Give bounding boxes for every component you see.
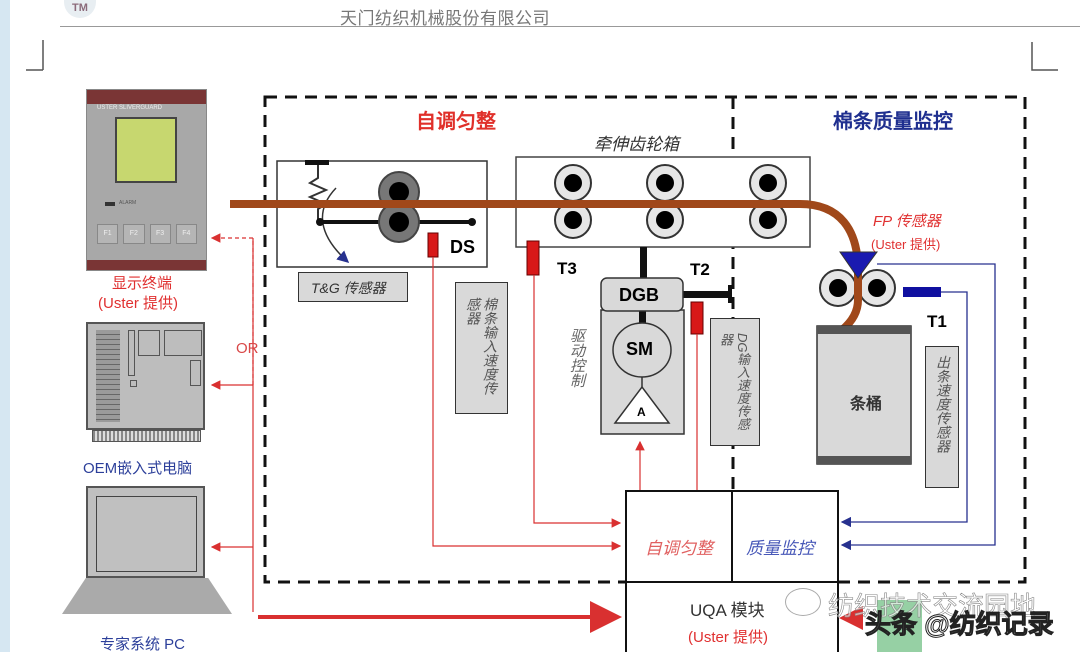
dg-input-sensor-box: DG输入速度传感器 <box>710 318 760 446</box>
external-device-partial <box>877 600 922 652</box>
drive-control-label: 驱动控制 <box>568 328 585 388</box>
crop-marks <box>26 40 1058 71</box>
amplifier-label: A <box>637 405 646 419</box>
dgb-label: DGB <box>619 285 659 305</box>
drive-block <box>600 277 685 435</box>
terminal-key-f2[interactable]: F2 <box>123 224 145 244</box>
toutiao-watermark: 头条 @纺织记录 <box>865 609 1055 640</box>
wechat-watermark: 纺织技术交流园地 <box>828 591 1037 622</box>
expert-pc-label: 专家系统 PC <box>100 636 186 653</box>
alarm-label: ALARM <box>119 200 137 206</box>
fp-sensor-provider: (Uster 提供) <box>871 237 941 252</box>
company-logo: TM <box>64 0 96 18</box>
blue-signal-lines <box>840 263 996 551</box>
terminal-key-f4[interactable]: F4 <box>175 224 197 244</box>
autoleveling-section-title: 自调匀整 <box>416 111 496 133</box>
or-label: OR <box>236 340 259 357</box>
t3-label: T3 <box>557 259 577 278</box>
oem-pc-connector <box>92 430 201 442</box>
ds-label: DS <box>450 237 476 257</box>
terminal-key-f3[interactable]: F3 <box>149 224 171 244</box>
oem-pc-label: OEM嵌入式电脑 <box>83 460 193 477</box>
sm-label: SM <box>626 339 653 359</box>
output-speed-sensor-box: 出条速度传感器 <box>925 346 959 488</box>
sliver-input-sensor-label: 棉条输入速度传感器 <box>465 297 498 395</box>
fp-sensor-label: FP 传感器 <box>873 213 941 230</box>
sliver-can <box>816 325 912 465</box>
uqa-quality-label: 质量监控 <box>746 539 814 558</box>
header-divider <box>60 26 1080 27</box>
tg-sensor-label-box: T&G 传感器 <box>298 272 408 302</box>
fp-sensor-icon <box>839 251 878 279</box>
uqa-module-label: UQA 模块 <box>690 601 765 620</box>
display-dashed-link <box>210 233 254 385</box>
expert-pc-icon <box>86 486 205 578</box>
terminal-brand: USTER SLIVERGUARD <box>97 105 163 111</box>
display-terminal-label: 显示终端 <box>112 275 173 292</box>
tg-sensor-label: T&G 传感器 <box>311 280 386 296</box>
terminal-key-f1[interactable]: F1 <box>97 224 119 244</box>
t1-label: T1 <box>927 312 947 331</box>
red-sensors <box>427 232 704 335</box>
can-label: 条桶 <box>850 396 883 413</box>
roller-pairs <box>554 164 787 239</box>
t1-sensor <box>903 287 941 297</box>
display-terminal: USTER SLIVERGUARD ALARM F1 F2 F3 F4 <box>86 89 207 271</box>
uqa-module <box>625 490 839 652</box>
company-name: 天门纺织机械股份有限公司 <box>340 9 550 28</box>
page-edge <box>0 0 10 652</box>
terminal-screen <box>115 117 177 183</box>
sliver-input-sensor-box: 棉条输入速度传感器 <box>455 282 508 414</box>
wechat-icon <box>785 588 821 616</box>
uqa-autoleveling-label: 自调匀整 <box>645 539 713 558</box>
fp-unit <box>819 269 896 307</box>
output-speed-sensor-label: 出条速度传感器 <box>935 355 951 453</box>
t2-label: T2 <box>690 260 710 279</box>
uqa-provider-label: (Uster 提供) <box>688 629 768 646</box>
oem-pc-icon <box>86 322 205 430</box>
dg-input-sensor-label: DG输入速度传感器 <box>718 333 750 431</box>
gearbox-title: 牵伸齿轮箱 <box>594 135 679 154</box>
expert-pc-keyboard <box>62 578 232 614</box>
display-terminal-provider: (Uster 提供) <box>98 295 178 312</box>
quality-section-title: 棉条质量监控 <box>833 111 953 133</box>
